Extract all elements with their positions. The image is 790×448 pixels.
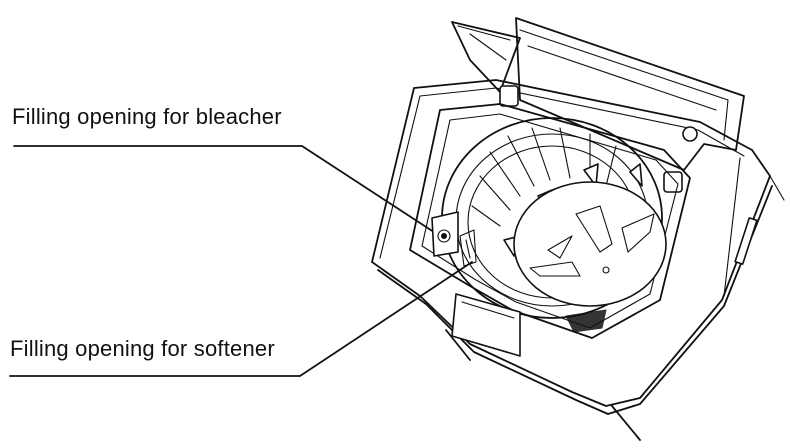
side-slot bbox=[734, 217, 758, 265]
bleacher-opening bbox=[431, 211, 459, 257]
front-drawer bbox=[451, 293, 521, 357]
label-bleacher: Filling opening for bleacher bbox=[12, 104, 282, 129]
lid bbox=[451, 17, 745, 171]
softener-opening bbox=[459, 229, 477, 267]
lint-filter bbox=[565, 309, 607, 333]
knob-icon bbox=[682, 126, 698, 142]
label-softener: Filling opening for softener bbox=[10, 336, 275, 361]
leader-line-bleacher bbox=[13, 145, 441, 237]
leader-line-softener bbox=[9, 261, 473, 377]
pulsator bbox=[513, 181, 667, 307]
